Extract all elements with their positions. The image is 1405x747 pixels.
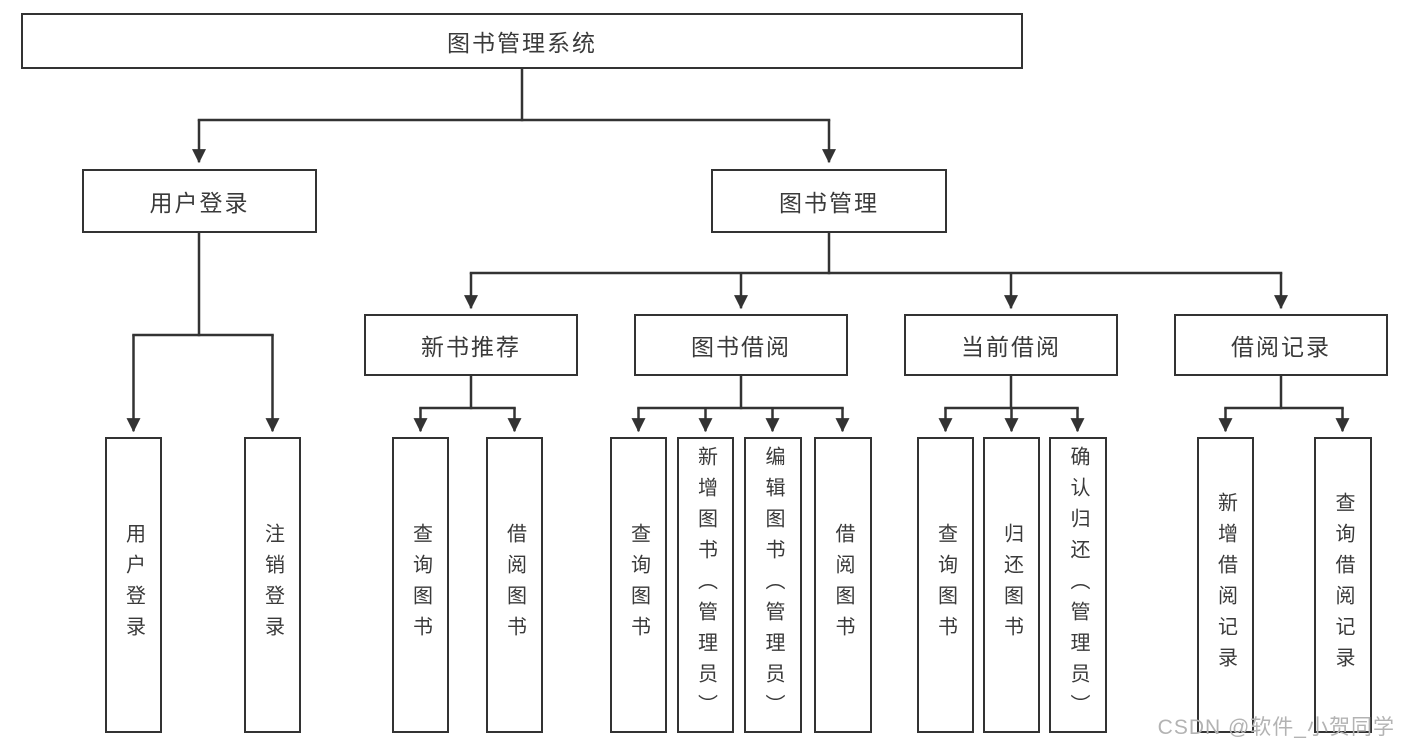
leaf-borrow-books-recommend: 借阅图书	[486, 437, 543, 733]
leaf-label: 编辑图书（管理员）	[762, 445, 784, 725]
node-current-borrowing: 当前借阅	[904, 314, 1118, 376]
leaf-label: 用户登录	[122, 523, 145, 647]
leaf-label: 新增图书（管理员）	[694, 445, 717, 725]
leaf-query-books-current: 查询图书	[917, 437, 974, 733]
node-label: 借阅记录	[1231, 334, 1331, 360]
leaf-logout: 注销登录	[244, 437, 301, 733]
node-label: 当前借阅	[961, 334, 1061, 360]
node-label: 新书推荐	[421, 334, 521, 360]
leaf-add-borrow-record: 新增借阅记录	[1197, 437, 1254, 733]
leaf-add-book-admin: 新增图书（管理员）	[677, 437, 734, 733]
node-new-book-recommendation: 新书推荐	[364, 314, 578, 376]
node-label: 图书管理	[779, 190, 879, 216]
leaf-return-book: 归还图书	[983, 437, 1040, 733]
leaf-label: 归还图书	[1000, 523, 1023, 647]
leaf-label: 确认归还（管理员）	[1067, 445, 1089, 725]
leaf-label: 新增借阅记录	[1214, 492, 1237, 678]
node-label: 图书管理系统	[447, 30, 597, 56]
leaf-query-borrow-record: 查询借阅记录	[1314, 437, 1372, 733]
leaf-query-books-borrowing: 查询图书	[610, 437, 667, 733]
node-book-management: 图书管理	[711, 169, 947, 233]
leaf-label: 借阅图书	[832, 523, 854, 647]
leaf-label: 查询图书	[627, 523, 650, 647]
leaf-user-login: 用户登录	[105, 437, 162, 733]
node-label: 用户登录	[149, 190, 250, 216]
leaf-confirm-return-admin: 确认归还（管理员）	[1049, 437, 1107, 733]
csdn-watermark: CSDN @软件_小贺同学	[1157, 716, 1395, 739]
leaf-label: 查询图书	[934, 523, 957, 647]
leaf-label: 查询借阅记录	[1332, 492, 1354, 678]
leaf-label: 查询图书	[409, 523, 432, 647]
leaf-label: 借阅图书	[503, 523, 526, 647]
leaf-label: 注销登录	[261, 523, 284, 647]
node-book-borrowing: 图书借阅	[634, 314, 848, 376]
node-label: 图书借阅	[691, 334, 791, 360]
leaf-edit-book-admin: 编辑图书（管理员）	[744, 437, 802, 733]
node-user-login: 用户登录	[82, 169, 317, 233]
leaf-borrow-books-borrowing: 借阅图书	[814, 437, 872, 733]
node-library-management-system: 图书管理系统	[21, 13, 1023, 69]
leaf-query-books-recommend: 查询图书	[392, 437, 449, 733]
node-borrowing-records: 借阅记录	[1174, 314, 1388, 376]
